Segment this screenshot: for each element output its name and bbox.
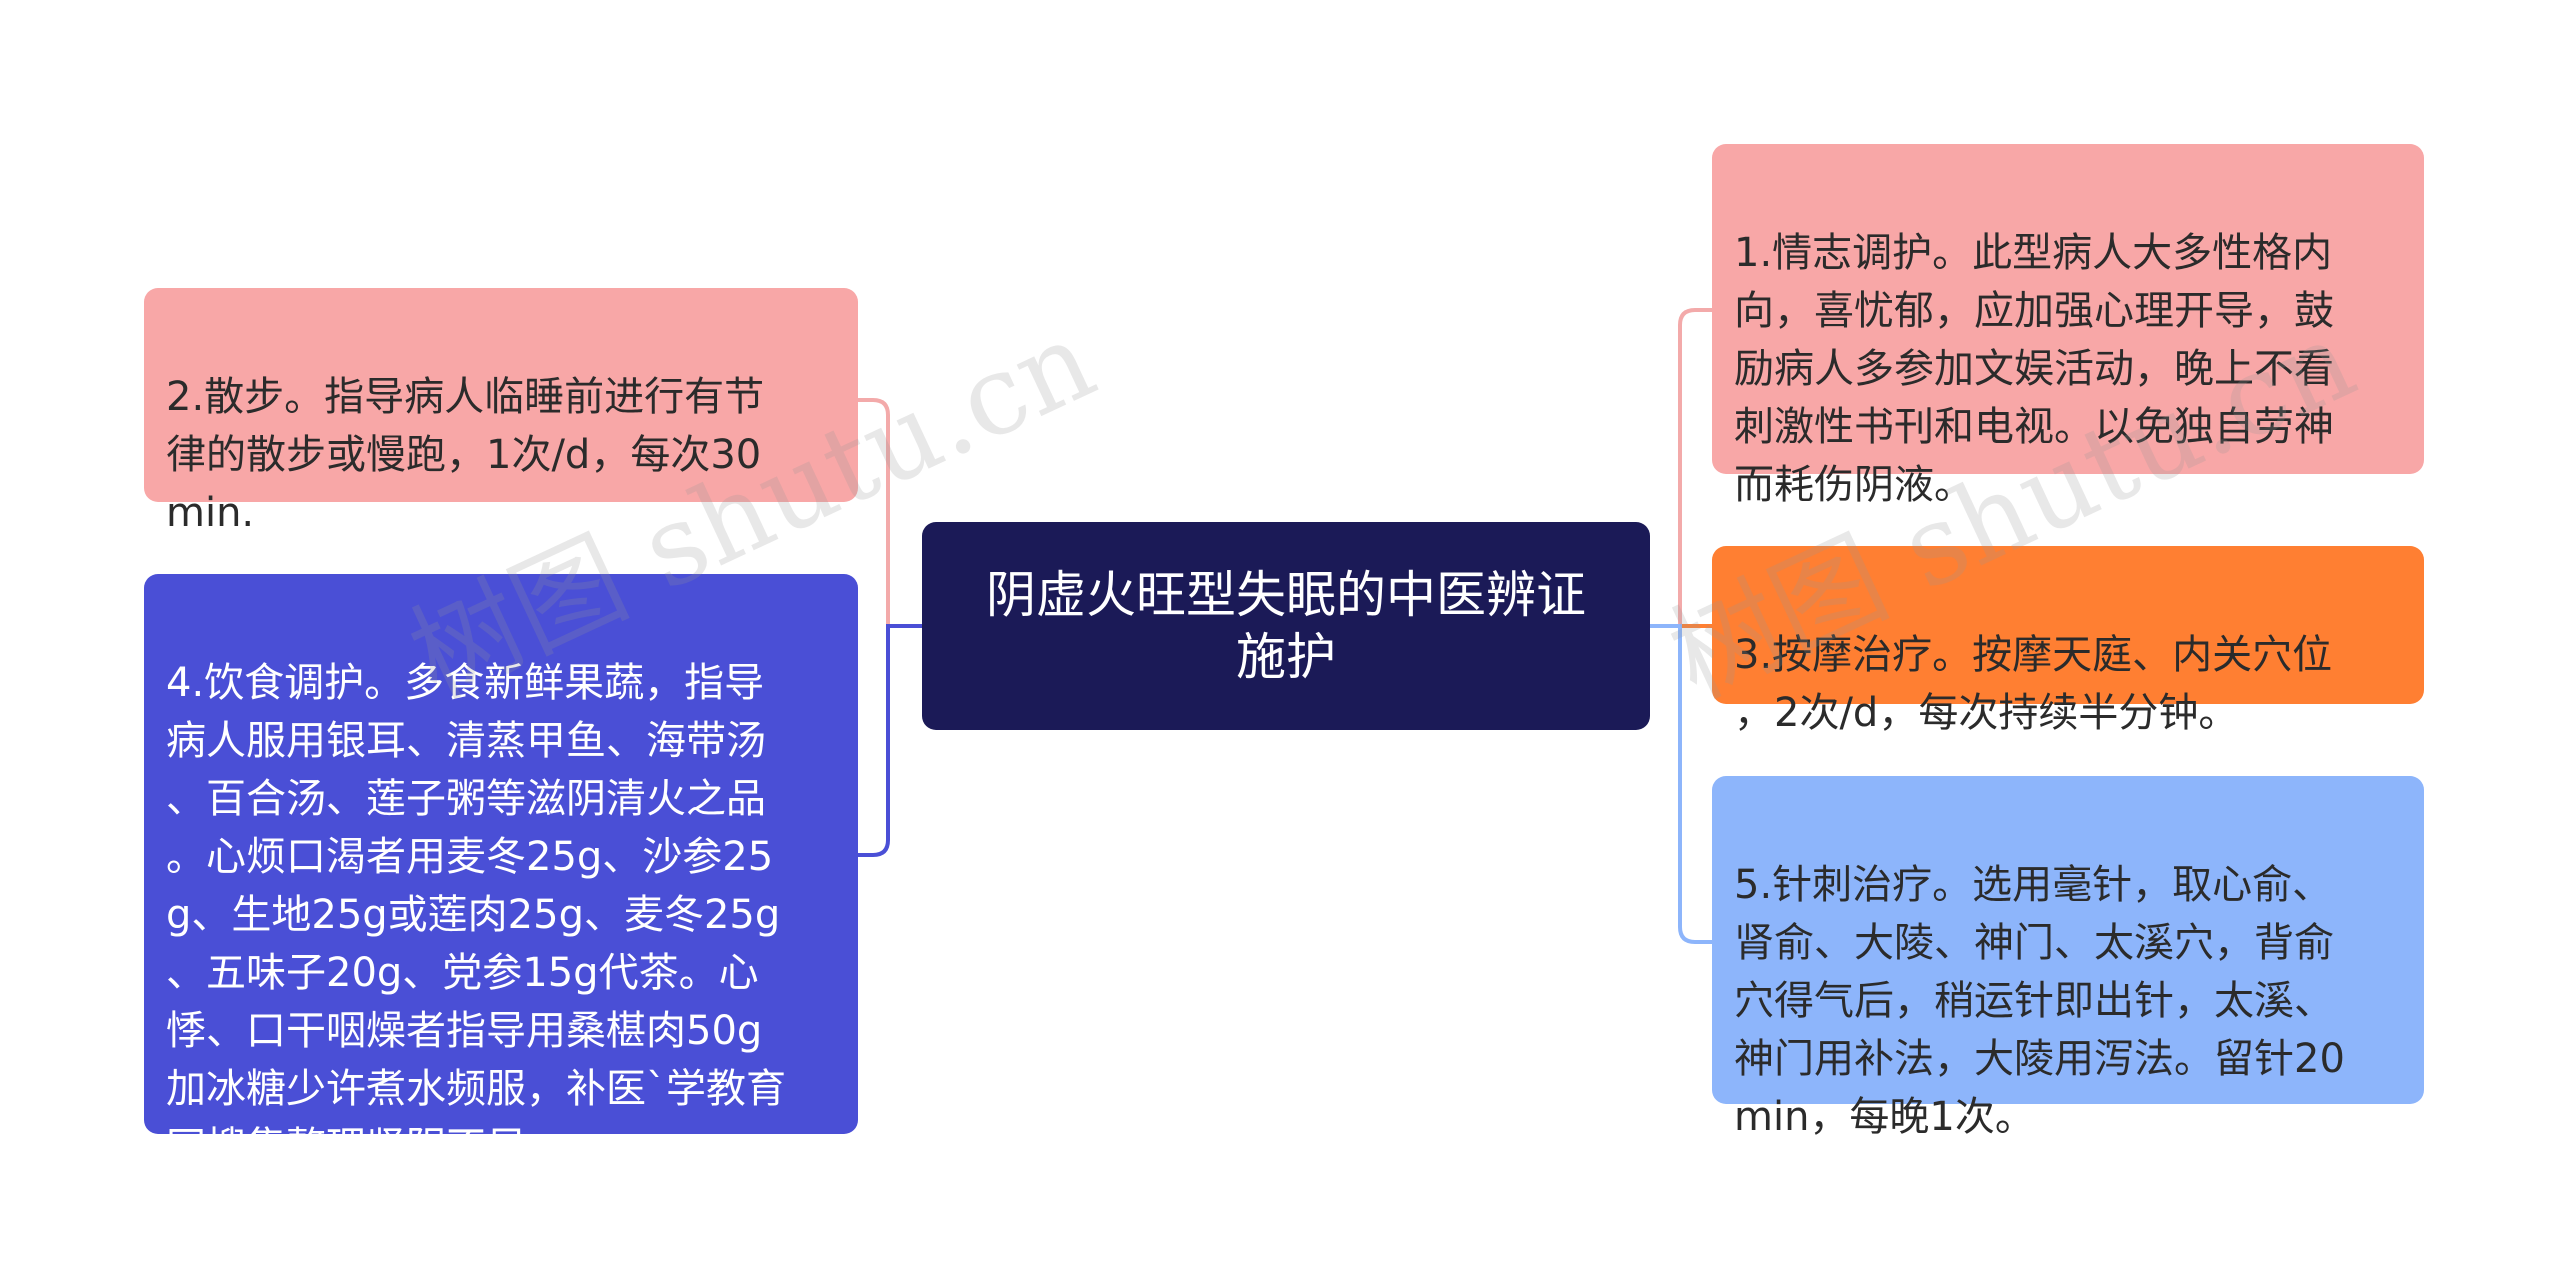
- topic-walking[interactable]: 2.散步。指导病人临睡前进行有节 律的散步或慢跑，1次/d，每次30 min.: [144, 288, 858, 536]
- topic-massage-text: 3.按摩治疗。按摩天庭、内关穴位 ，2次/d，每次持续半分钟。: [1734, 632, 2333, 736]
- connector-root-n4: [858, 624, 922, 857]
- topic-acupuncture-text: 5.针刺治疗。选用毫针，取心俞、 肾俞、大陵、神门、太溪穴，背俞 穴得气后，稍运…: [1734, 862, 2345, 1140]
- connector-root-n2: [858, 398, 922, 628]
- topic-emotional-care[interactable]: 1.情志调护。此型病人大多性格内 向，喜忧郁，应加强心理开导，鼓 励病人多参加文…: [1712, 144, 2424, 508]
- topic-diet-care-text: 4.饮食调护。多食新鲜果蔬，指导 病人服用银耳、清蒸甲鱼、海带汤 、百合汤、莲子…: [166, 660, 786, 1170]
- topic-diet-care[interactable]: 4.饮食调护。多食新鲜果蔬，指导 病人服用银耳、清蒸甲鱼、海带汤 、百合汤、莲子…: [144, 574, 858, 1170]
- topic-emotional-care-text: 1.情志调护。此型病人大多性格内 向，喜忧郁，应加强心理开导，鼓 励病人多参加文…: [1734, 230, 2334, 508]
- connector-root-n5: [1650, 624, 1712, 944]
- topic-walking-text: 2.散步。指导病人临睡前进行有节 律的散步或慢跑，1次/d，每次30 min.: [166, 374, 765, 536]
- root-topic[interactable]: 阴虚火旺型失眠的中医辨证施护: [922, 522, 1650, 730]
- root-topic-label: 阴虚火旺型失眠的中医辨证施护: [986, 566, 1586, 686]
- connector-root-n1: [1650, 308, 1712, 628]
- topic-acupuncture[interactable]: 5.针刺治疗。选用毫针，取心俞、 肾俞、大陵、神门、太溪穴，背俞 穴得气后，稍运…: [1712, 776, 2424, 1140]
- topic-massage[interactable]: 3.按摩治疗。按摩天庭、内关穴位 ，2次/d，每次持续半分钟。: [1712, 546, 2424, 736]
